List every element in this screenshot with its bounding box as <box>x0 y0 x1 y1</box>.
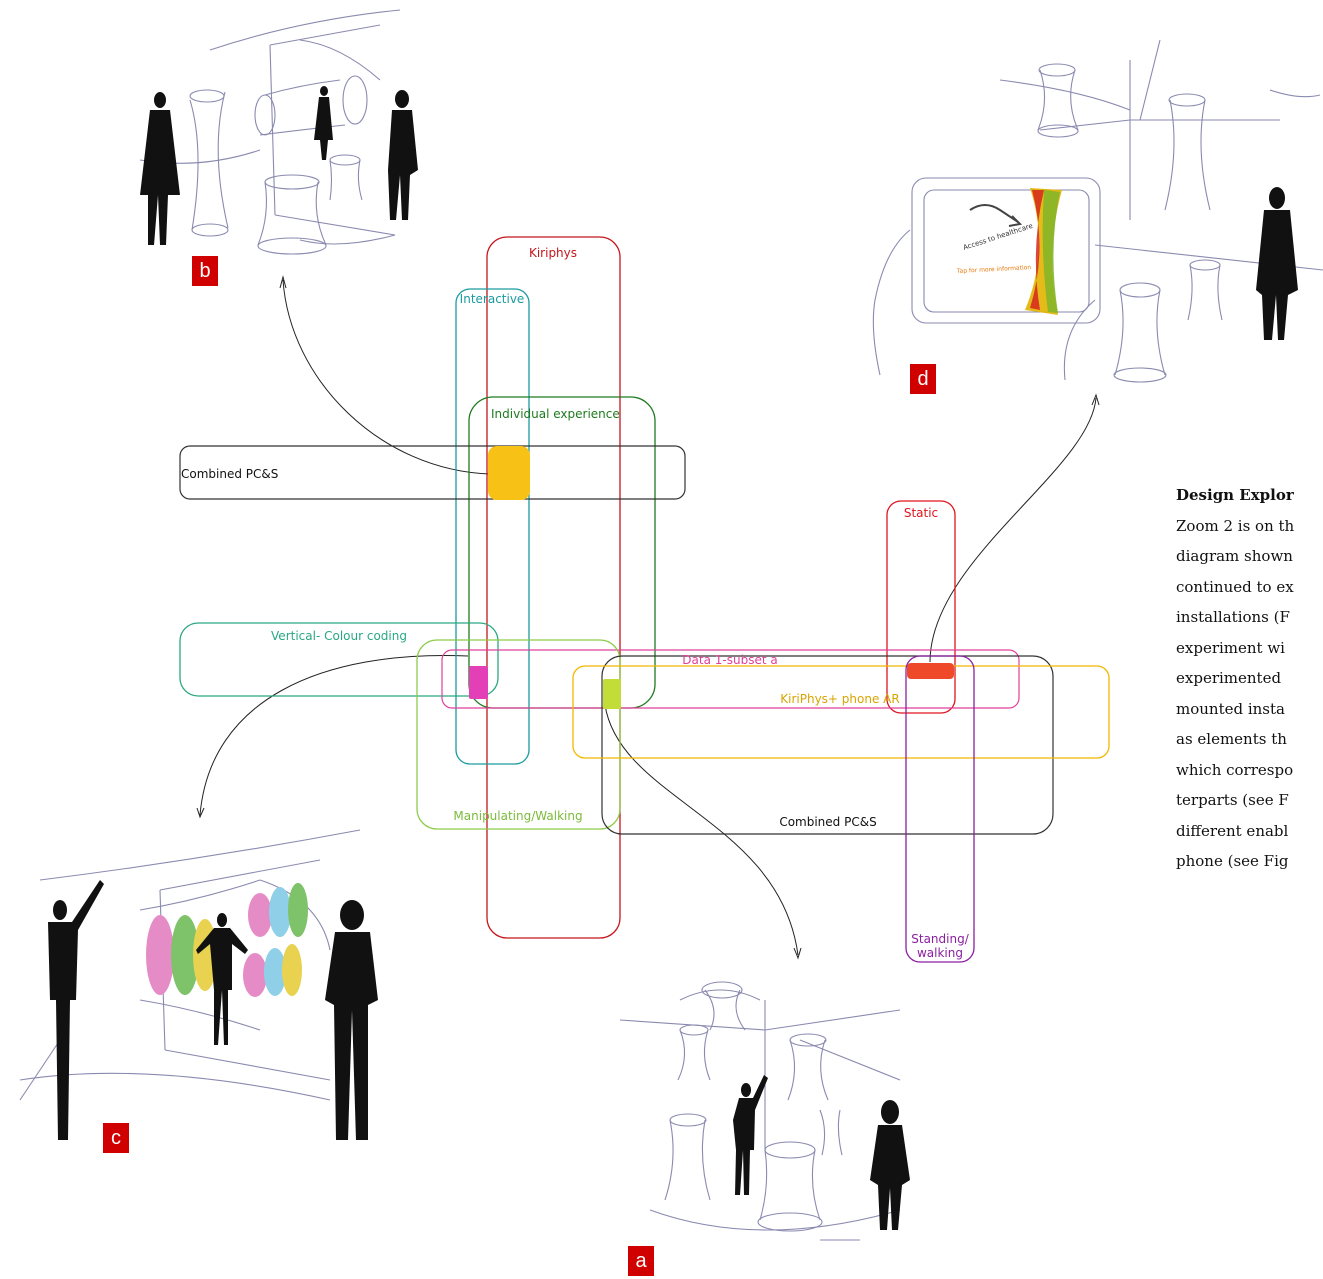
side-line: as elements th <box>1176 730 1287 748</box>
tap-text: Tap for more information <box>956 264 1032 275</box>
label-combined-bottom: Combined PC&S <box>779 815 876 829</box>
frame-combined-top <box>179 445 686 500</box>
intersection-phone-ar[interactable] <box>603 679 621 709</box>
sketch-d <box>872 39 1323 383</box>
side-line: diagram shown <box>1176 547 1293 565</box>
side-line: mounted insta <box>1176 699 1285 718</box>
arrow-to-c <box>199 655 469 816</box>
side-line: experimented <box>1176 669 1282 687</box>
intersection-static-standing[interactable] <box>907 663 954 679</box>
frame-static <box>886 500 956 714</box>
connector-arrows <box>196 275 1100 960</box>
sketch-c-bars <box>146 883 308 997</box>
panel-tag-b: b <box>192 256 218 286</box>
label-individual: Individual experience <box>491 407 620 421</box>
frame-combined-bottom <box>601 655 1054 835</box>
screen-text: Access to healthcare <box>962 222 1034 252</box>
label-manipulating: Manipulating/Walking <box>453 809 582 823</box>
side-line: which correspo <box>1176 760 1294 779</box>
label-static: Static <box>904 506 938 520</box>
side-line: terparts (see F <box>1176 791 1289 809</box>
sketch-a <box>619 981 901 1241</box>
arrow-to-b <box>282 279 491 475</box>
arrow-head-d <box>1091 393 1100 406</box>
frame-standing <box>905 655 975 963</box>
intersection-vertical-data[interactable] <box>469 666 488 699</box>
side-text: Design Explor Zoom 2 is on th diagram sh… <box>1176 480 1323 877</box>
label-interactive: Interactive <box>460 292 525 306</box>
label-kiriphys: Kiriphys <box>529 246 577 260</box>
side-line: continued to ex <box>1176 577 1294 596</box>
sketch-b-figures <box>140 86 418 245</box>
label-standing-1: Standing/ <box>911 932 969 946</box>
arrow-head-c <box>196 807 205 819</box>
frame-data-subset <box>441 649 1020 709</box>
side-heading: Design Explor <box>1176 486 1294 504</box>
frame-kiriphys <box>486 236 621 939</box>
sketch-d-figure <box>1256 187 1298 340</box>
label-vertical: Vertical- Colour coding <box>271 629 407 643</box>
arrow-head-a <box>793 947 802 960</box>
label-data-subset: Data 1-subset a <box>682 653 777 667</box>
side-line: installations (F <box>1176 608 1290 626</box>
panel-tag-c: c <box>103 1123 129 1153</box>
side-line: Zoom 2 is on th <box>1176 516 1295 535</box>
frame-individual <box>468 396 656 709</box>
arrow-to-a <box>604 704 799 956</box>
frame-phone-ar <box>572 665 1110 759</box>
sketch-a-figures <box>733 1075 910 1230</box>
panel-tag-d: d <box>910 364 936 394</box>
frame-vertical <box>179 622 499 697</box>
side-line: different enabl <box>1176 821 1289 840</box>
sketch-d-bars <box>969 188 1062 315</box>
frame-manipulating <box>416 639 621 830</box>
frame-interactive <box>455 288 530 765</box>
label-standing-2: walking <box>917 946 963 960</box>
side-line: phone (see Fig <box>1176 852 1289 870</box>
intersection-combined-individual[interactable] <box>488 446 530 500</box>
sketch-b <box>139 9 401 255</box>
side-line: experiment wi <box>1176 638 1285 657</box>
arrow-head-b <box>279 275 287 289</box>
label-combined-top: Combined PC&S <box>181 467 278 481</box>
sketch-c-figures <box>48 880 378 1140</box>
panel-tag-a: a <box>628 1246 654 1276</box>
label-phone-ar: KiriPhys+ phone AR <box>780 692 899 706</box>
arrow-to-d <box>929 397 1097 663</box>
